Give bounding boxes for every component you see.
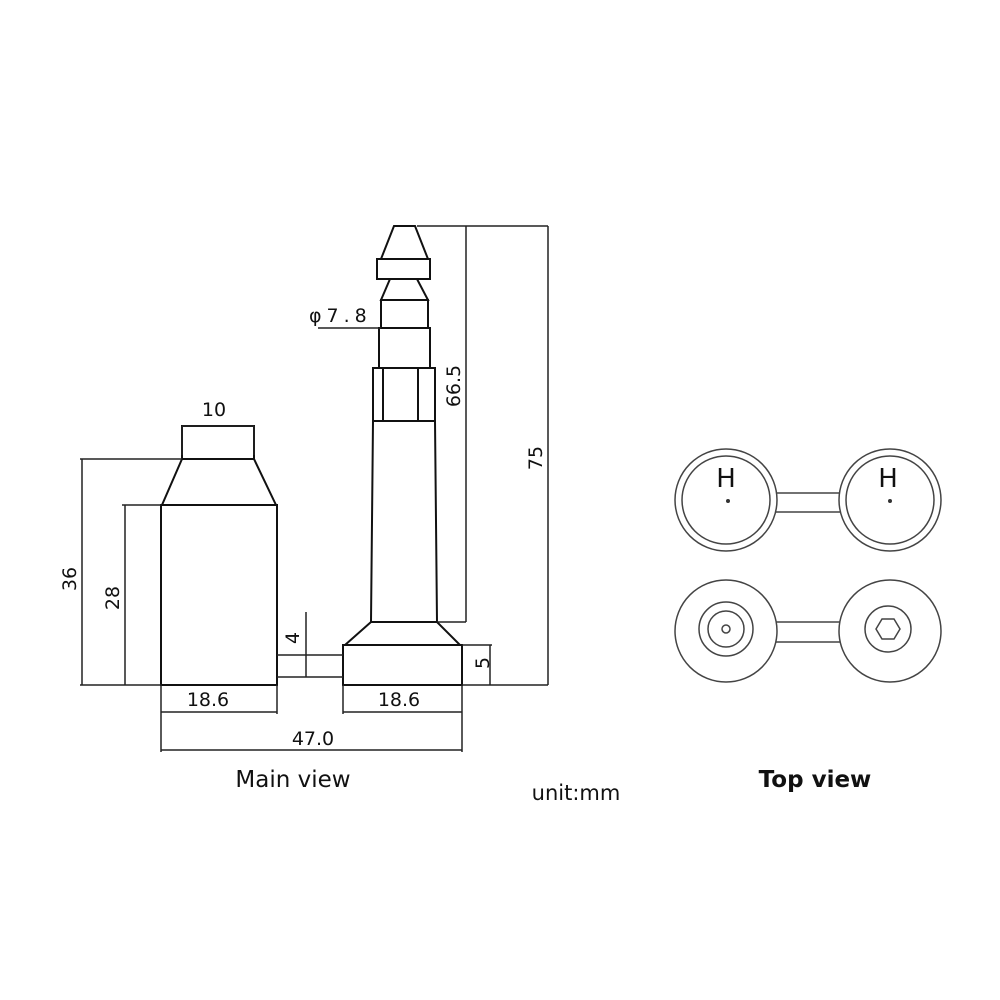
top-view-upper-pair: H H	[674, 448, 942, 552]
bolt-pin	[342, 225, 463, 686]
dim-left-width: 18.6	[187, 689, 229, 711]
dim-body-lower-height: 28	[102, 586, 124, 610]
center-dot-left	[726, 499, 730, 503]
dim-gap: 4	[282, 632, 304, 644]
dim-flange: 5	[472, 657, 494, 669]
top-view: H H Top view	[674, 448, 942, 793]
dim-total-height: 75	[525, 446, 547, 470]
dim-shaft-length: 66.5	[443, 365, 465, 407]
top-view-caption: Top view	[759, 767, 872, 793]
dim-right-width: 18.6	[378, 689, 420, 711]
dim-phi: φ7.8	[309, 305, 372, 327]
dimension-lines	[81, 226, 549, 751]
main-view: 10 φ7.8 66.5 75 36 28 4 5 18.6 18.6 47.0…	[59, 225, 549, 793]
center-dot-right	[888, 499, 892, 503]
gap-lines	[277, 612, 343, 678]
top-view-lower-pair	[674, 579, 942, 683]
main-view-caption: Main view	[235, 767, 350, 793]
seal-body-part	[160, 425, 278, 686]
unit-label: unit:mm	[532, 781, 621, 805]
dim-top-width: 10	[202, 399, 226, 421]
h-mark-left: H	[716, 464, 736, 494]
dim-total-width: 47.0	[292, 728, 334, 750]
extension-lines	[80, 225, 548, 752]
dim-body-height: 36	[59, 567, 81, 591]
h-mark-right: H	[878, 464, 898, 494]
